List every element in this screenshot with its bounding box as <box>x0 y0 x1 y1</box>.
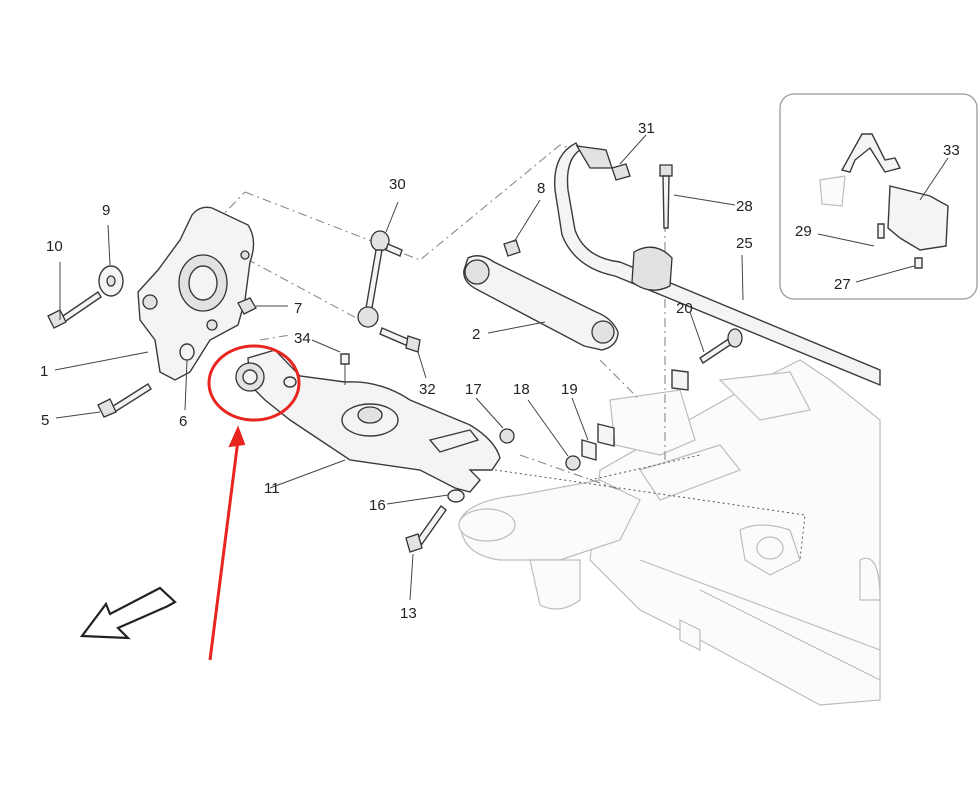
callout-11: 11 <box>264 480 280 497</box>
rear-subframe <box>458 359 881 706</box>
callout-labels: 1 2 5 6 7 8 9 10 11 13 16 17 18 19 20 25… <box>40 120 960 622</box>
plate-20 <box>671 369 689 391</box>
callout-6: 6 <box>179 413 187 430</box>
callout-33: 33 <box>943 142 960 159</box>
lower-control-arm <box>235 349 501 493</box>
upper-control-arm <box>463 239 619 351</box>
callout-9: 9 <box>102 202 110 219</box>
nut-31 <box>611 163 631 181</box>
callout-28: 28 <box>736 198 753 215</box>
callout-30: 30 <box>389 176 406 193</box>
stabilizer-link <box>357 230 403 328</box>
callout-1: 1 <box>40 363 48 380</box>
bolt-32 <box>379 327 421 353</box>
wheel-knuckle <box>137 206 255 381</box>
callout-17: 17 <box>465 381 482 398</box>
red-highlight <box>207 344 301 661</box>
callout-18: 18 <box>513 381 530 398</box>
washer-16 <box>447 489 465 503</box>
callout-31: 31 <box>638 120 655 137</box>
nut-18 <box>565 455 581 471</box>
callout-29: 29 <box>795 223 812 240</box>
bolt-10 <box>47 291 102 329</box>
bolt-5 <box>97 383 152 418</box>
callout-2: 2 <box>472 326 480 343</box>
bolt-20 <box>699 328 743 364</box>
callout-16: 16 <box>369 497 386 514</box>
callout-13: 13 <box>400 605 417 622</box>
nut-7 <box>237 297 257 315</box>
callout-34: 34 <box>294 330 311 347</box>
nut-17 <box>499 428 515 444</box>
callout-25: 25 <box>736 235 753 252</box>
callout-27: 27 <box>834 276 851 293</box>
bolt-13 <box>405 504 447 553</box>
leader-lines <box>54 134 949 601</box>
callout-20: 20 <box>676 300 693 317</box>
washer-6 <box>179 343 195 361</box>
inset-detail-box <box>779 93 978 300</box>
stabilizer-bar <box>553 142 881 387</box>
screw-34 <box>340 353 350 385</box>
direction-arrow <box>79 586 177 640</box>
washer <box>98 265 124 297</box>
callout-5: 5 <box>41 412 49 429</box>
bolt-28 <box>659 164 673 229</box>
callout-7: 7 <box>294 300 302 317</box>
callout-8: 8 <box>537 180 545 197</box>
bracket-19 <box>581 423 615 461</box>
callout-19: 19 <box>561 381 578 398</box>
callout-32: 32 <box>419 381 436 398</box>
callout-10: 10 <box>46 238 63 255</box>
